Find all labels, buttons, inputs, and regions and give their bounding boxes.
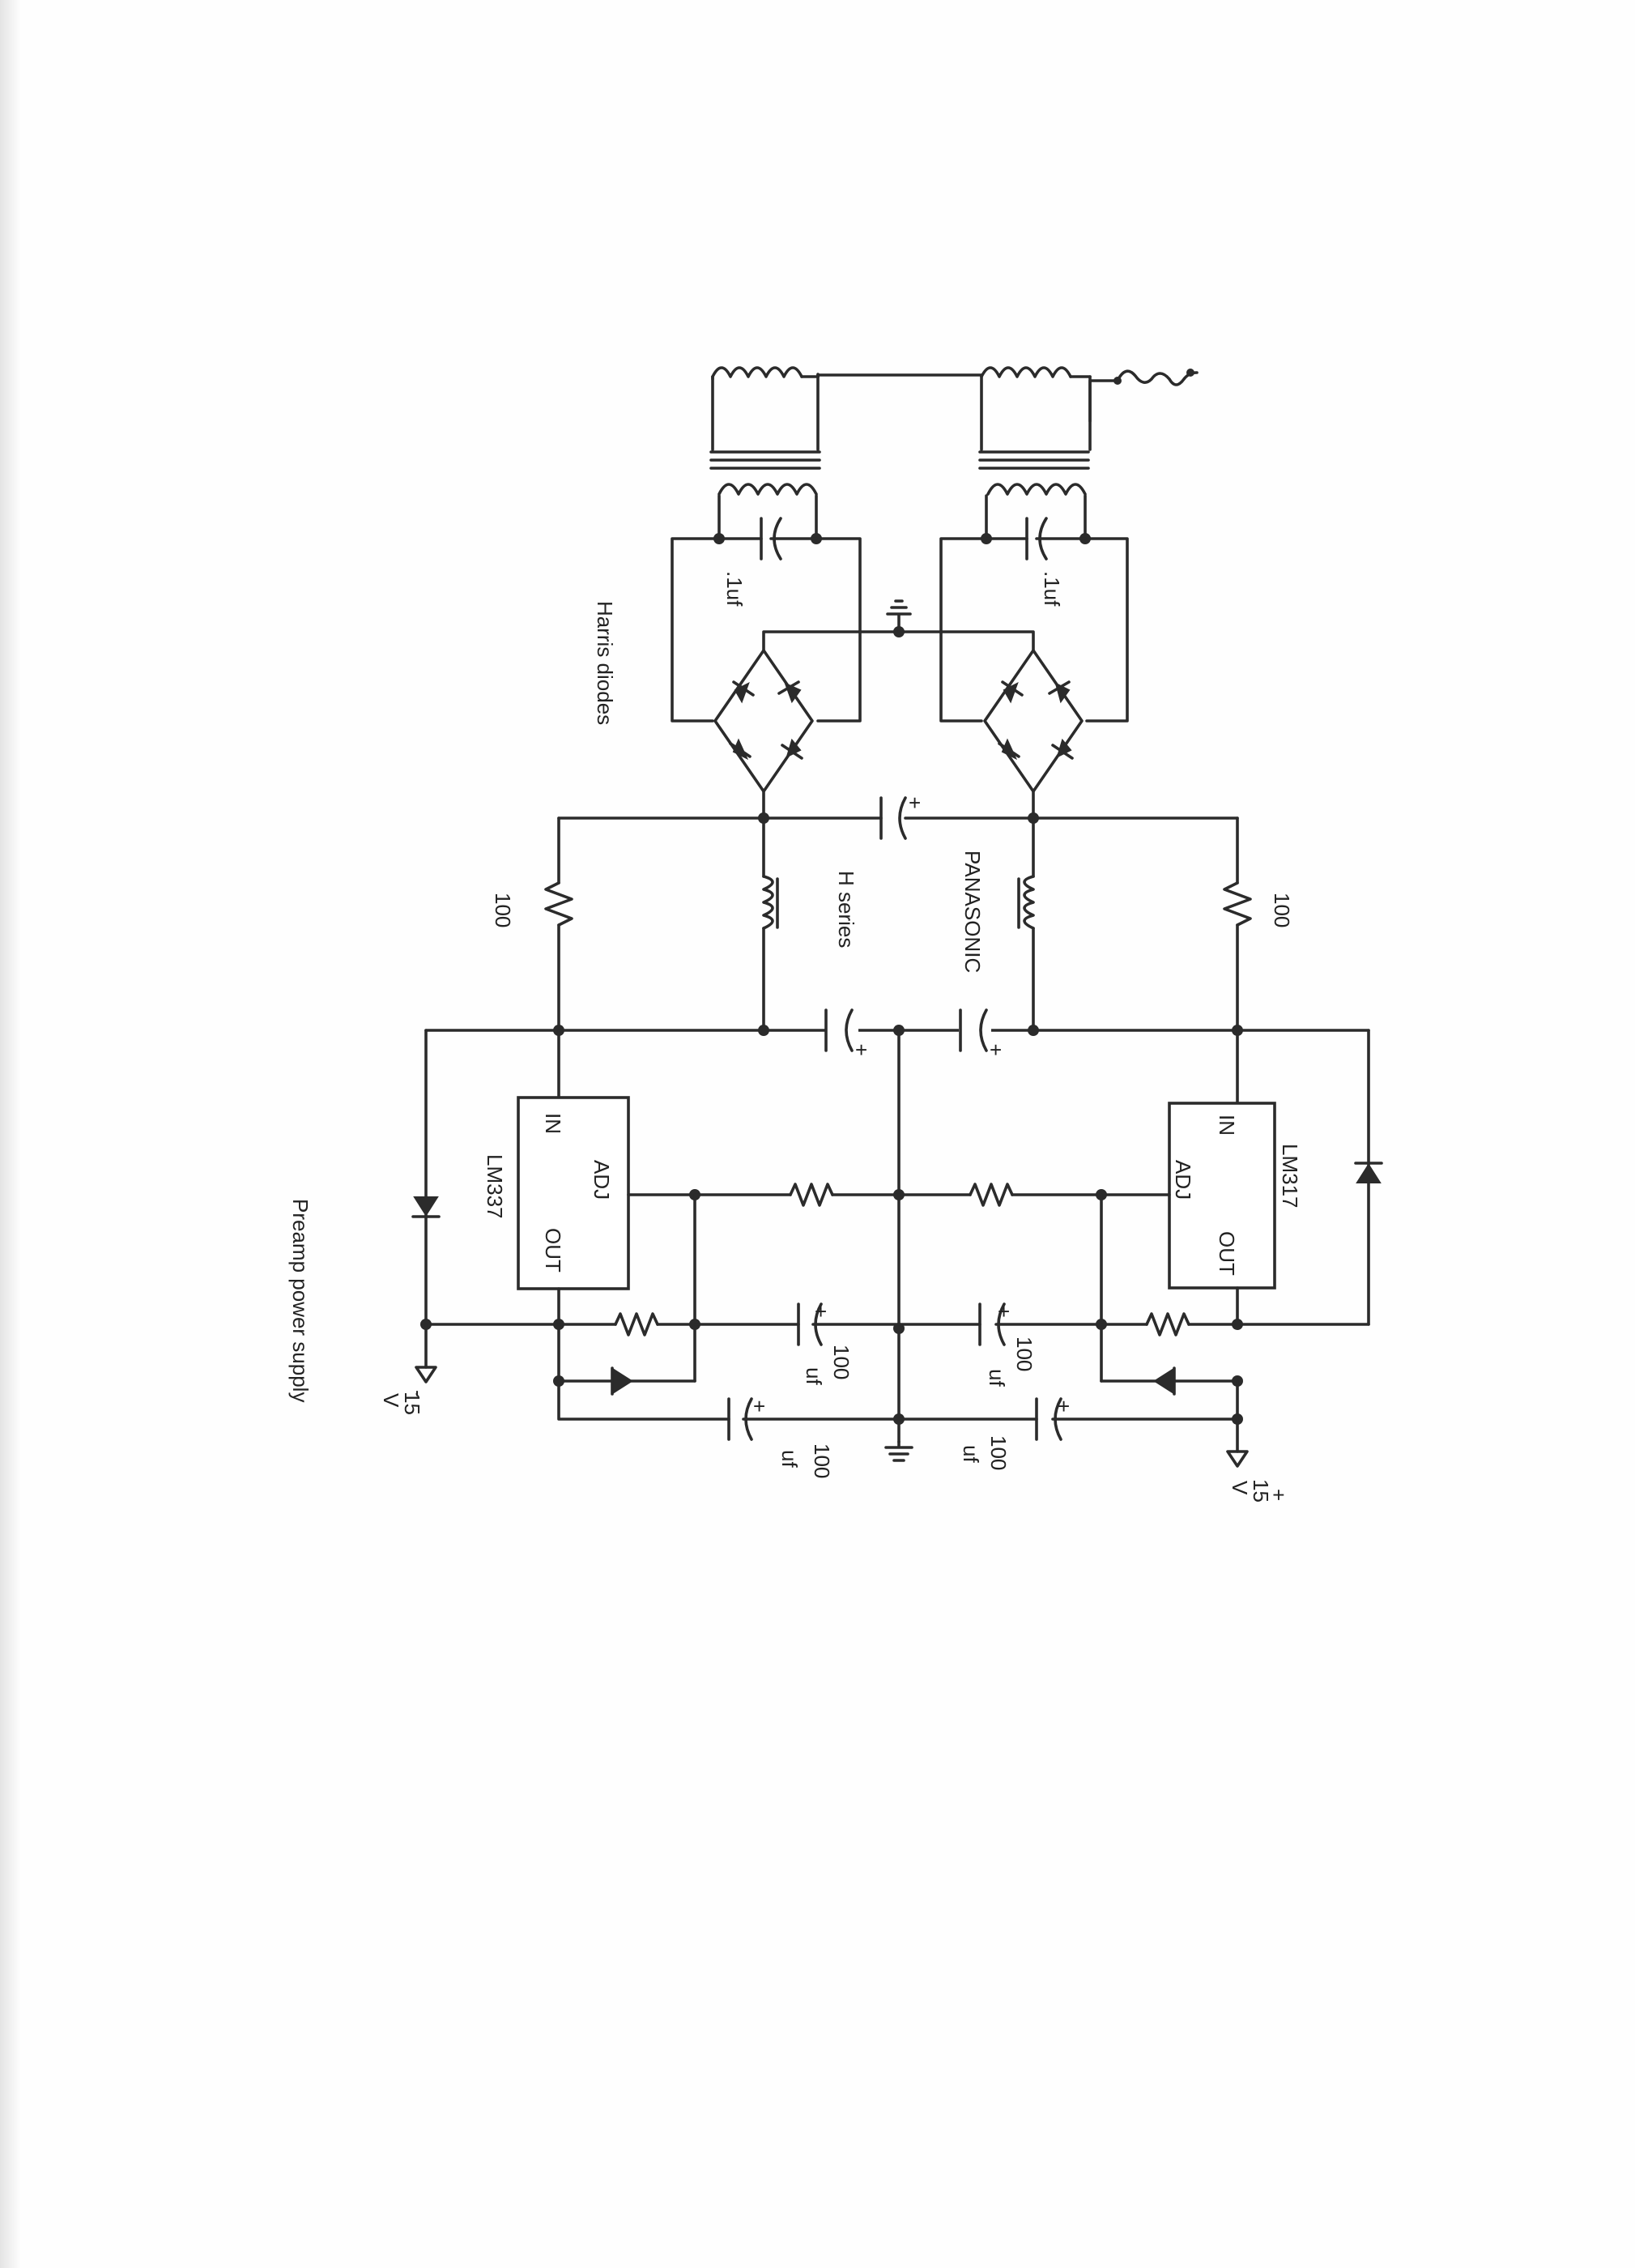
label-plus-c7: +	[1058, 1394, 1070, 1418]
regulator-lm317	[1100, 1029, 1276, 1326]
regulator-lm337	[517, 1029, 696, 1326]
label-cap-right-top: .1uf	[1040, 571, 1064, 607]
label-plus-c5: +	[998, 1299, 1010, 1324]
label-h-series: H series	[834, 871, 858, 948]
cap2-value: 100	[1012, 1336, 1037, 1371]
diode-lm337-protect	[411, 1029, 441, 1326]
transformer-left	[709, 366, 821, 496]
label-plus-c4: +	[815, 1299, 827, 1324]
lm337-pin-adj: ADJ	[590, 1160, 614, 1200]
rail-pos-sign: +	[1267, 1489, 1291, 1501]
cap1-value: 100	[829, 1345, 854, 1379]
output-caps-final	[557, 1379, 1249, 1468]
cap3-value: 100	[810, 1443, 834, 1478]
choke-h-series	[762, 816, 779, 1030]
label-res-left: 100	[491, 893, 515, 927]
cap4-value: 100	[986, 1435, 1011, 1470]
rectified-rail	[557, 790, 1239, 840]
rail-neg-unit: V	[379, 1393, 403, 1408]
adj-diode-right	[1100, 1366, 1243, 1396]
resistor-100-right	[1223, 816, 1252, 1030]
rail-positive-label: + 15 V	[1228, 1479, 1291, 1503]
adj-diode-left	[553, 1323, 696, 1396]
rail-negative-label: - 15 V	[379, 1390, 431, 1415]
cap4-unit: uf	[959, 1445, 983, 1463]
choke-panasonic	[1017, 816, 1035, 1030]
rail-neg-value: 15	[400, 1392, 424, 1415]
rail-pos-unit: V	[1228, 1481, 1252, 1495]
diode-lm317-protect	[1354, 1029, 1383, 1326]
label-res-right: 100	[1270, 893, 1294, 927]
label-lm337: LM337	[483, 1154, 507, 1219]
rail-pos-value: 15	[1249, 1479, 1273, 1503]
cap2-unit: uf	[985, 1369, 1009, 1387]
fuse	[1113, 369, 1199, 386]
label-lm317: LM317	[1278, 1144, 1302, 1209]
output-rail-left	[415, 1302, 901, 1383]
lm337-pin-in: IN	[541, 1113, 565, 1134]
page-title: Preamp power supply	[288, 1199, 313, 1402]
lm337-pin-out: OUT	[541, 1228, 565, 1273]
transformer-right	[978, 366, 1090, 496]
adj-resistors	[689, 1183, 1107, 1383]
bridge-right	[983, 649, 1084, 793]
resistor-100-left	[544, 816, 573, 1030]
label-plus-c3: +	[990, 1038, 1002, 1062]
rail-neg-sign: -	[407, 1390, 431, 1397]
label-plus-c2: +	[855, 1038, 867, 1062]
lm317-pin-in: IN	[1215, 1115, 1239, 1136]
label-plus-c1: +	[909, 791, 921, 815]
lm317-pin-out: OUT	[1215, 1231, 1239, 1276]
filter-rail	[424, 1008, 1370, 1052]
output-rail-right	[897, 1302, 1370, 1346]
label-plus-c6: +	[753, 1394, 765, 1418]
bridge-common-ground	[762, 599, 1035, 652]
bridge-left	[713, 649, 814, 793]
label-panasonic: PANASONIC	[960, 850, 985, 973]
lm317-pin-adj: ADJ	[1171, 1160, 1195, 1200]
primary-wiring	[711, 373, 1118, 451]
secondary-right	[939, 494, 1129, 723]
ground-spine	[884, 1029, 913, 1462]
label-harris-diodes: Harris diodes	[593, 601, 617, 725]
cap3-unit: uf	[777, 1450, 802, 1468]
label-cap-left-top: .1uf	[722, 571, 747, 607]
cap1-unit: uf	[802, 1367, 826, 1385]
secondary-left	[671, 494, 862, 723]
